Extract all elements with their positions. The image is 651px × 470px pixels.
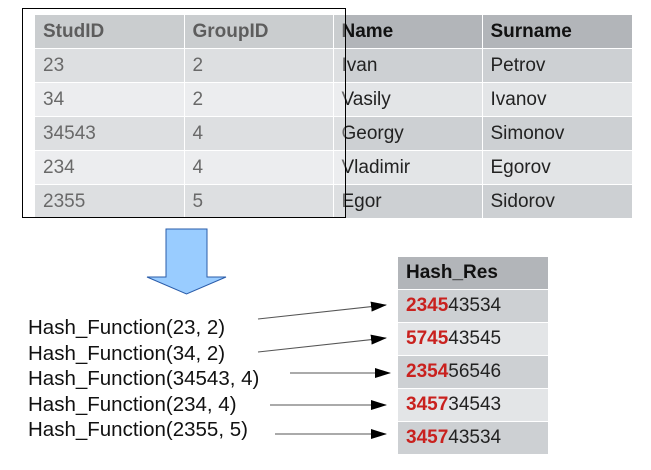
cell-groupid: 4 — [184, 116, 334, 151]
hash-suffix: 56546 — [448, 361, 502, 382]
cell-name: Vasily — [333, 82, 483, 117]
table-row: 234 4 Vladimir Egorov — [35, 150, 633, 185]
table-row: 345743534 — [398, 421, 548, 455]
down-arrow-icon — [146, 228, 227, 295]
header-hash-res: Hash_Res — [398, 257, 548, 290]
table-row: 2355 5 Egor Sidorov — [35, 184, 633, 219]
cell-groupid: 2 — [184, 82, 334, 117]
cell-studid: 34543 — [35, 116, 185, 151]
hash-call: Hash_Function(34, 2) — [28, 341, 226, 365]
cell-surname: Petrov — [482, 48, 633, 83]
cell-name: Ivan — [333, 48, 483, 83]
hash-suffix: 43534 — [448, 295, 502, 316]
hash-suffix: 34543 — [448, 394, 502, 415]
cell-studid: 23 — [35, 48, 185, 83]
hash-results-table: Hash_Res 234543534 574543545 235456546 3… — [398, 257, 548, 455]
hash-prefix: 5745 — [406, 328, 449, 349]
cell-groupid: 4 — [184, 150, 334, 185]
cell-groupid: 5 — [184, 184, 334, 219]
hash-prefix: 3457 — [406, 427, 449, 448]
hash-call: Hash_Function(2355, 5) — [28, 418, 248, 441]
table-row: 23 2 Ivan Petrov — [35, 48, 633, 83]
header-studid: StudID — [35, 15, 185, 49]
table-row: 574543545 — [398, 322, 548, 356]
hash-arrow-2 — [257, 334, 387, 353]
hash-value: 345734543 — [398, 388, 548, 422]
hash-function-calls: Hash_Function(23, 2) Hash_Function(34, 2… — [28, 315, 259, 443]
header-groupid: GroupID — [184, 15, 334, 49]
hash-call: Hash_Function(34543, 4) — [28, 367, 260, 390]
table-row: 234543534 — [398, 289, 548, 323]
hash-header-row: Hash_Res — [398, 257, 548, 290]
hash-value: 234543534 — [398, 289, 548, 323]
cell-surname: Egorov — [482, 150, 633, 185]
cell-name: Vladimir — [333, 150, 483, 185]
cell-name: Egor — [333, 184, 483, 219]
hash-suffix: 43545 — [448, 328, 502, 349]
table-row: 34543 4 Georgy Simonov — [35, 116, 633, 151]
header-name: Name — [333, 15, 483, 49]
table-row: 235456546 — [398, 355, 548, 389]
cell-surname: Simonov — [482, 116, 633, 151]
hash-prefix: 3457 — [406, 394, 449, 415]
hash-prefix: 2345 — [406, 295, 449, 316]
cell-name: Georgy — [333, 116, 483, 151]
hash-value: 574543545 — [398, 322, 548, 356]
table-row: 345734543 — [398, 388, 548, 422]
cell-studid: 34 — [35, 82, 185, 117]
table-row: 34 2 Vasily Ivanov — [35, 82, 633, 117]
students-table: StudID GroupID Name Surname 23 2 Ivan Pe… — [35, 15, 633, 219]
header-surname: Surname — [482, 15, 633, 49]
cell-groupid: 2 — [184, 48, 334, 83]
cell-studid: 2355 — [35, 184, 185, 219]
hash-arrow-1 — [257, 301, 387, 320]
hash-prefix: 2354 — [406, 361, 449, 382]
cell-surname: Ivanov — [482, 82, 633, 117]
cell-surname: Sidorov — [482, 184, 633, 219]
hash-suffix: 43534 — [448, 427, 502, 448]
hash-value: 345743534 — [398, 421, 548, 455]
hash-call: Hash_Function(234, 4) — [28, 392, 237, 416]
hash-value: 235456546 — [398, 355, 548, 389]
cell-studid: 234 — [35, 150, 185, 185]
students-header-row: StudID GroupID Name Surname — [35, 15, 633, 49]
hash-call: Hash_Function(23, 2) — [28, 316, 226, 339]
